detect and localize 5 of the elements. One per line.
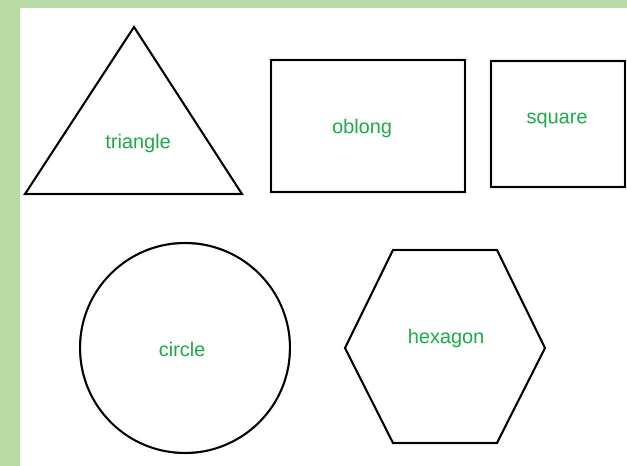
shape-label: circle — [160, 342, 204, 356]
shape-label: square — [527, 112, 587, 128]
shape-label: triangle — [106, 134, 170, 152]
shape-label: oblong — [332, 118, 391, 138]
shape-label: hexagon — [409, 328, 483, 348]
